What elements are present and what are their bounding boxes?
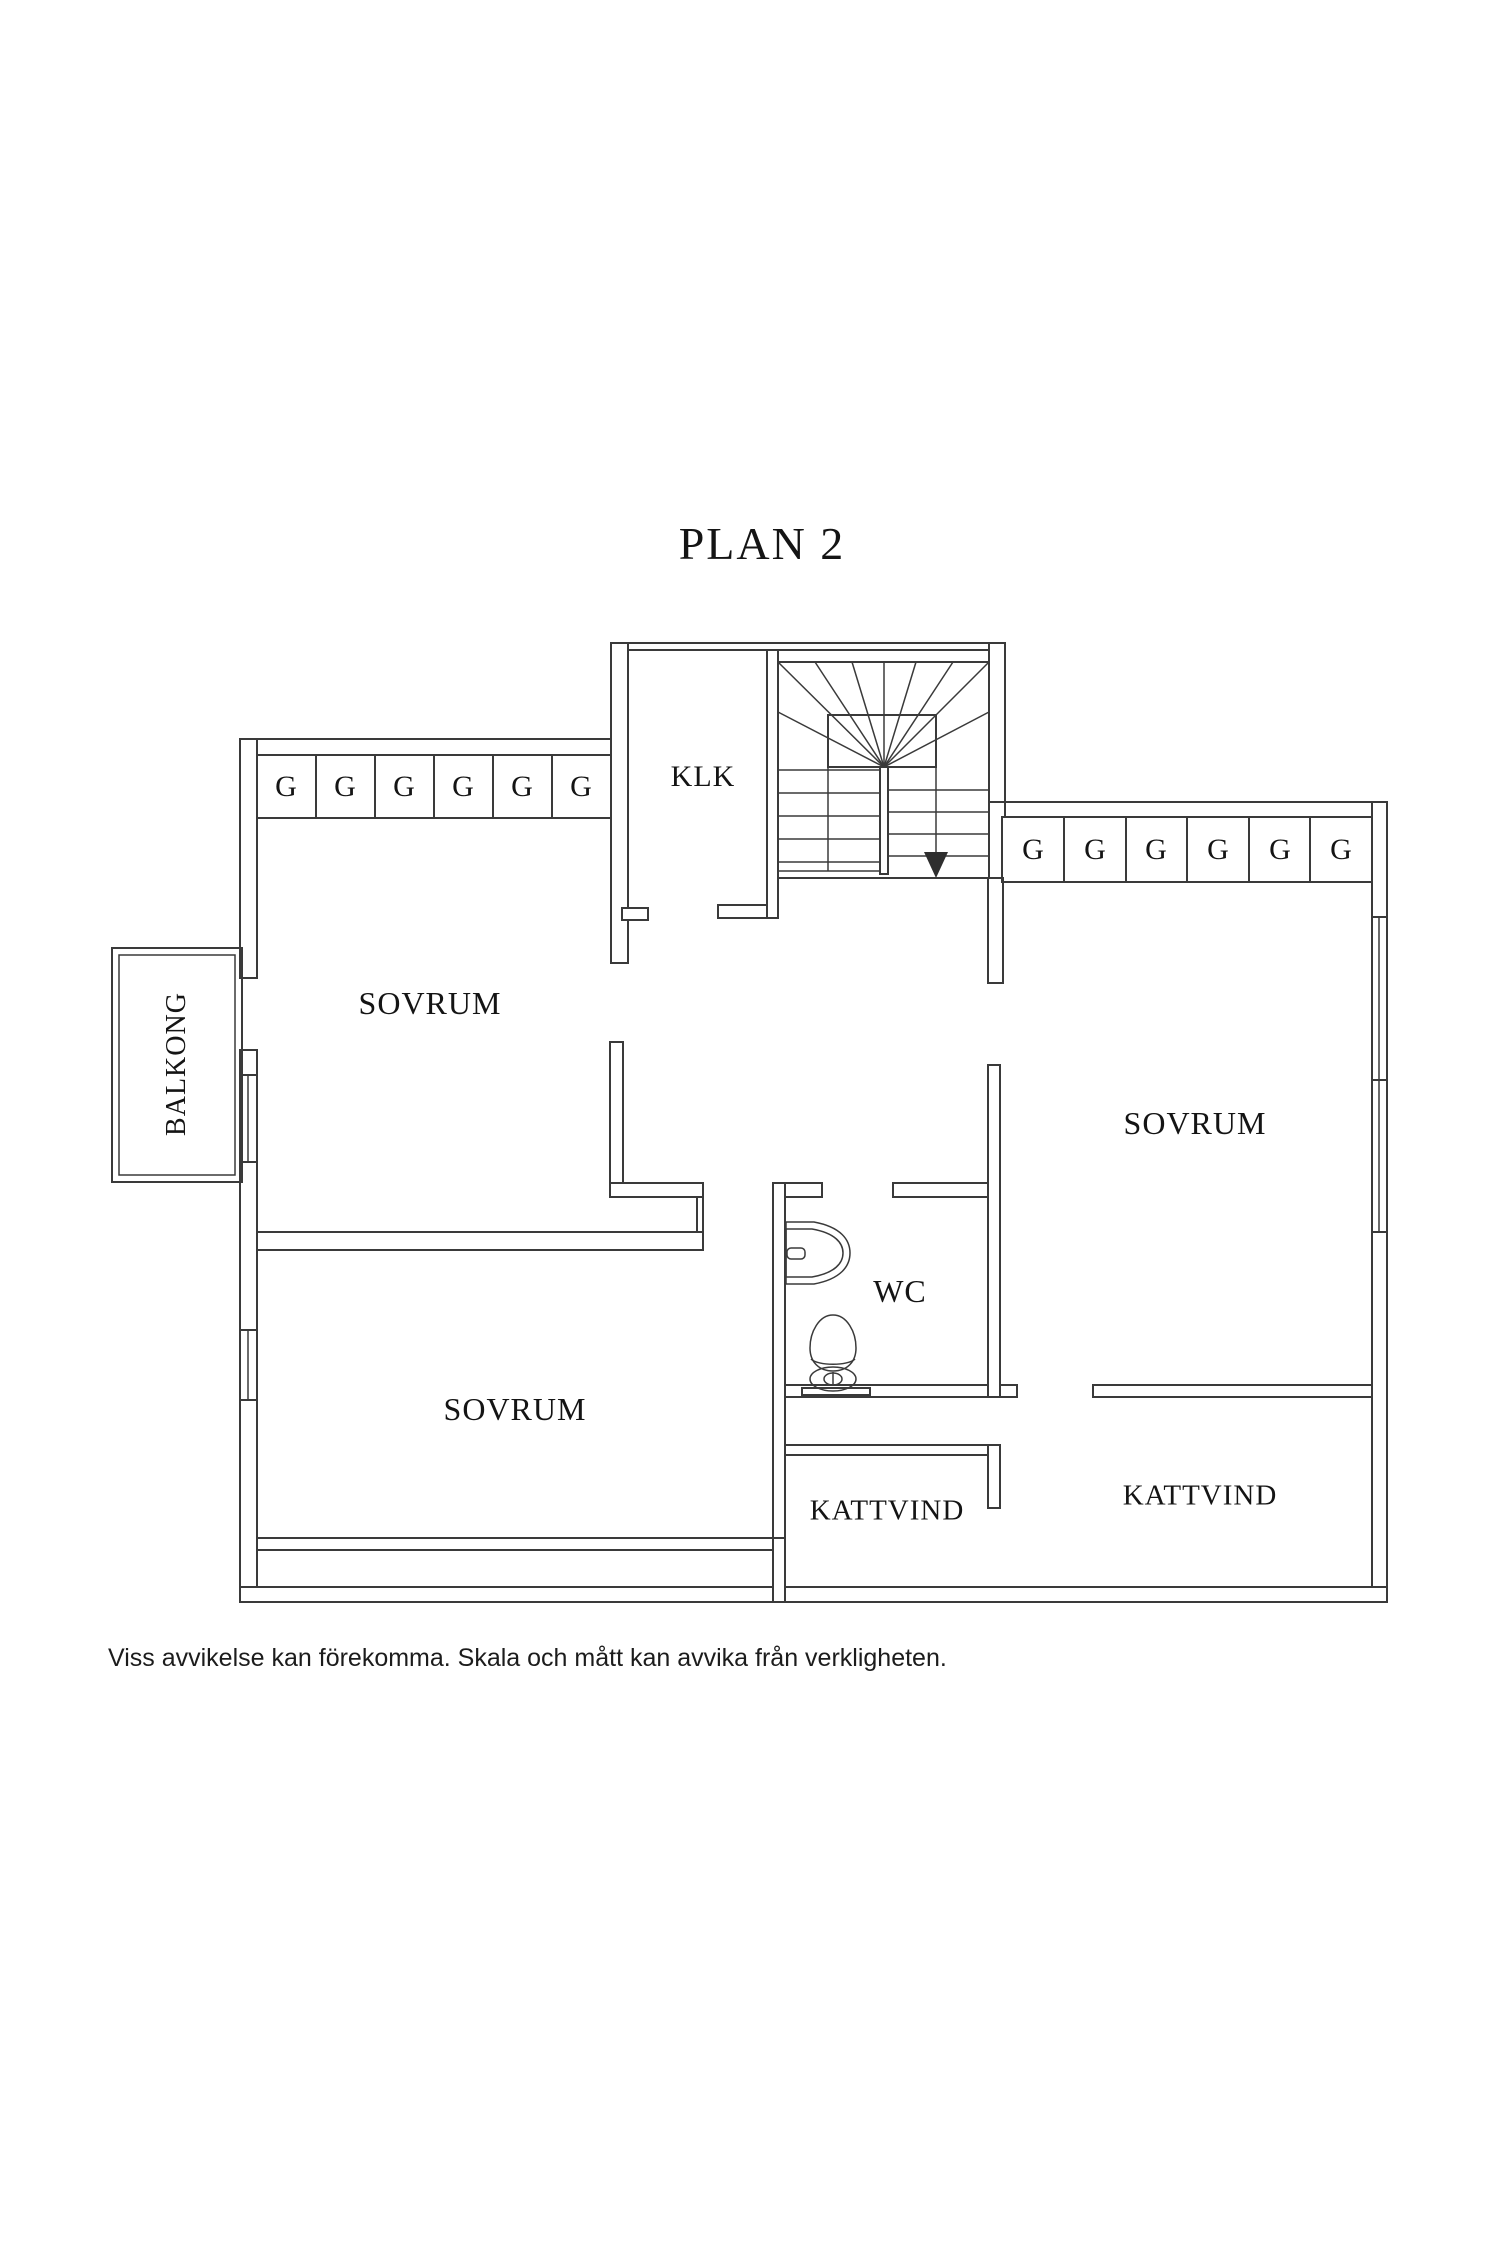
room-label-klk: KLK <box>670 760 736 793</box>
sink-icon <box>785 1221 851 1285</box>
wardrobe-letter: G <box>1145 833 1167 866</box>
staircase <box>777 661 990 879</box>
walls <box>239 642 1388 1603</box>
room-label-sovrum-bottom-left: SOVRUM <box>443 1391 587 1427</box>
disclaimer-text: Viss avvikelse kan förekomma. Skala och … <box>108 1644 947 1672</box>
toilet-icon <box>809 1314 857 1392</box>
wardrobe-letter: G <box>511 770 533 803</box>
wardrobe-row-left <box>256 754 612 819</box>
wardrobe-letter: G <box>1269 833 1291 866</box>
wardrobe-letter: G <box>570 770 592 803</box>
wardrobe-letter: G <box>275 770 297 803</box>
wardrobe-letter: G <box>393 770 415 803</box>
wardrobe-letter: G <box>1022 833 1044 866</box>
wardrobe-letter: G <box>334 770 356 803</box>
room-label-wc: WC <box>873 1273 927 1309</box>
room-label-kattvind-right: KATTVIND <box>1122 1479 1278 1512</box>
wardrobe-letter: G <box>1207 833 1229 866</box>
room-label-sovrum-right: SOVRUM <box>1123 1105 1267 1141</box>
down-arrow-icon <box>924 852 948 878</box>
room-label-kattvind-middle: KATTVIND <box>809 1494 965 1527</box>
wardrobe-row-right <box>1001 816 1373 883</box>
balcony-outline <box>111 947 243 1183</box>
wardrobe-letter: G <box>1330 833 1352 866</box>
page-title: PLAN 2 <box>678 518 846 569</box>
room-label-sovrum-top-left: SOVRUM <box>358 985 502 1021</box>
wardrobe-letter: G <box>452 770 474 803</box>
room-label-balkong: BALKONG <box>161 992 192 1136</box>
window-icon <box>239 916 1388 1401</box>
wardrobe-letter: G <box>1084 833 1106 866</box>
